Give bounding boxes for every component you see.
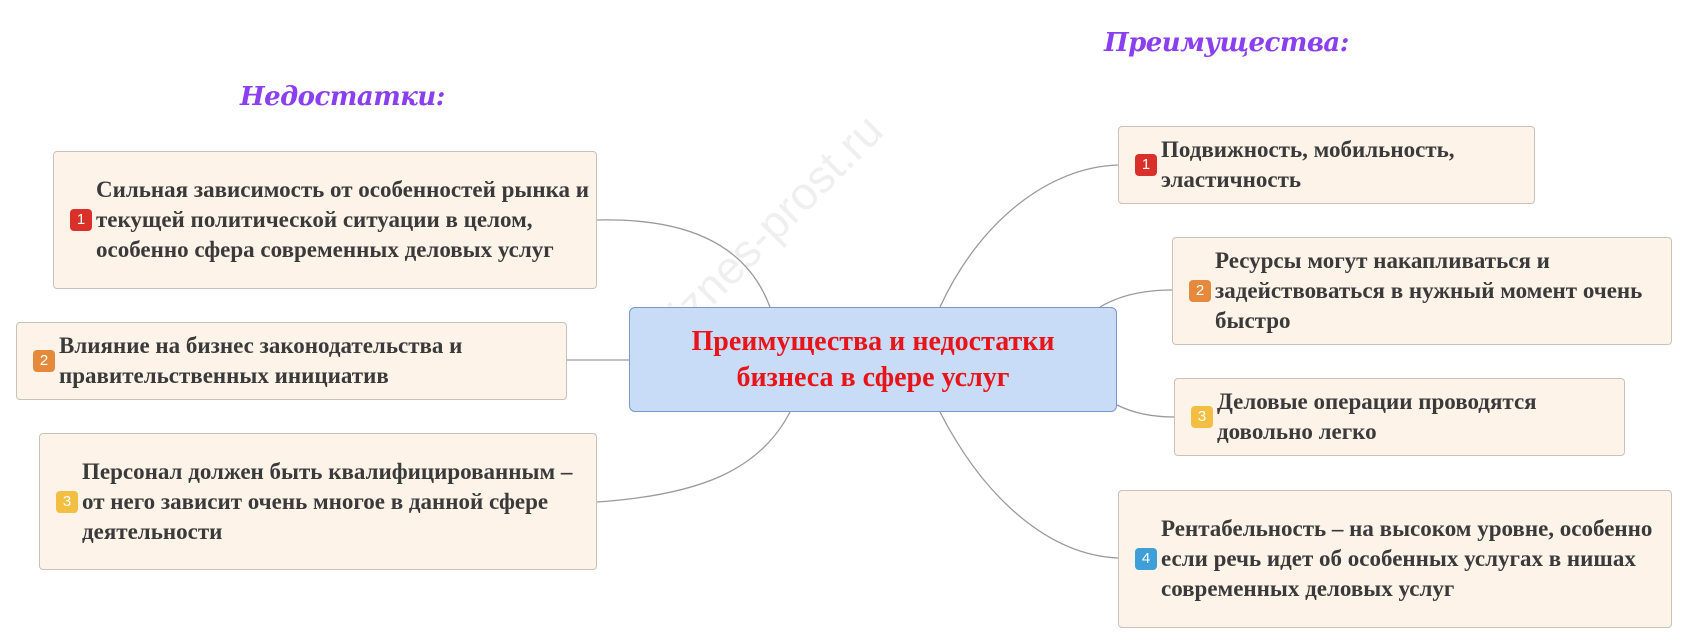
priority-4-icon: 4: [1135, 548, 1157, 570]
cons-node-3[interactable]: 3 Персонал должен быть квалифицированным…: [39, 433, 597, 570]
pros-node-4-text: Рентабельность – на высоком уровне, особ…: [1161, 516, 1653, 601]
cons-node-2-text: Влияние на бизнес законодательства и пра…: [59, 333, 463, 388]
pros-node-2[interactable]: 2 Ресурсы могут накапливаться и задейств…: [1172, 237, 1672, 345]
priority-3-icon: 3: [56, 491, 78, 513]
priority-1-icon: 1: [70, 209, 92, 231]
connector-pro-3: [1116, 404, 1175, 418]
connector-pro-4: [939, 411, 1119, 559]
cons-node-1-text: Сильная зависимость от особенностей рынк…: [96, 177, 590, 262]
priority-3-icon: 3: [1191, 406, 1213, 428]
central-topic[interactable]: Преимущества и недостатки бизнеса в сфер…: [629, 307, 1117, 412]
pros-node-4[interactable]: 4 Рентабельность – на высоком уровне, ос…: [1118, 490, 1672, 628]
priority-2-icon: 2: [33, 350, 55, 372]
cons-heading: Недостатки:: [240, 82, 445, 112]
cons-node-1[interactable]: 1 Сильная зависимость от особенностей ры…: [53, 151, 597, 289]
connector-pro-2: [1099, 289, 1173, 308]
priority-2-icon: 2: [1189, 280, 1211, 302]
central-topic-label: Преимущества и недостатки бизнеса в сфер…: [691, 325, 1055, 393]
pros-node-1-text: Подвижность, мобильность, эластичность: [1161, 137, 1455, 192]
connector-con-1: [596, 219, 771, 308]
pros-node-2-text: Ресурсы могут накапливаться и задействов…: [1215, 248, 1643, 333]
pros-heading: Преимущества:: [1104, 28, 1349, 58]
connector-con-3: [596, 411, 791, 503]
cons-node-3-text: Персонал должен быть квалифицированным –…: [82, 458, 573, 544]
pros-node-3-text: Деловые операции проводятся довольно лег…: [1217, 389, 1537, 444]
priority-1-icon: 1: [1135, 154, 1157, 176]
cons-node-2[interactable]: 2 Влияние на бизнес законодательства и п…: [16, 322, 567, 400]
pros-node-1[interactable]: 1 Подвижность, мобильность, эластичность: [1118, 126, 1535, 204]
pros-node-3[interactable]: 3 Деловые операции проводятся довольно л…: [1174, 378, 1625, 456]
connector-pro-1: [939, 164, 1119, 308]
